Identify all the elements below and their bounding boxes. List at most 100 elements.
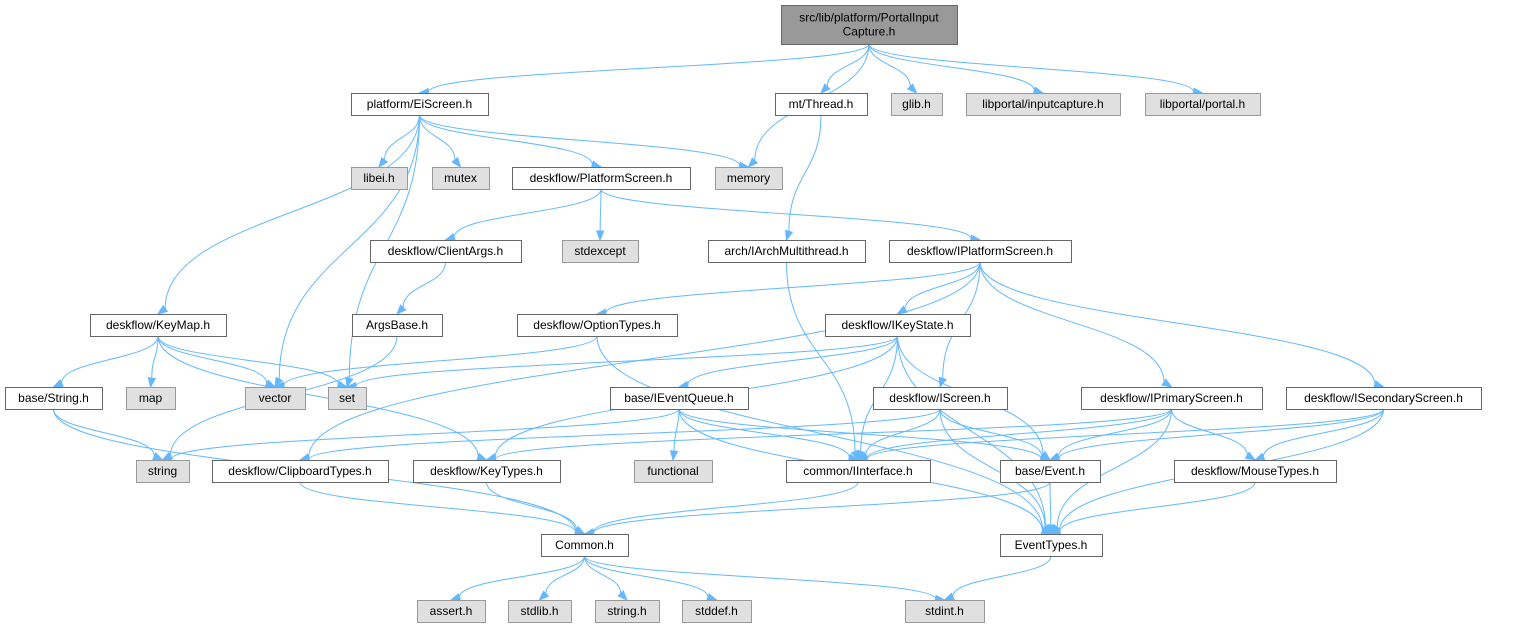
node-vector-box — [245, 387, 306, 410]
node-string_c-box — [595, 600, 660, 623]
node-iplatformscreen[interactable]: deskflow/IPlatformScreen.h — [889, 240, 1072, 263]
node-clipboardtypes-label: deskflow/ClipboardTypes.h — [228, 464, 371, 478]
node-root-label: src/lib/platform/PortalInput — [799, 11, 939, 25]
node-map-label: map — [139, 391, 163, 405]
node-eiscreen-label: platform/EiScreen.h — [367, 97, 472, 111]
node-eiscreen-box — [351, 93, 489, 116]
node-thread[interactable]: mt/Thread.h — [775, 93, 868, 116]
node-iscreen-label: deskflow/IScreen.h — [889, 391, 990, 405]
node-clipboardtypes[interactable]: deskflow/ClipboardTypes.h — [212, 460, 389, 483]
node-ieventqueue-box — [610, 387, 749, 410]
node-string_h[interactable]: base/String.h — [5, 387, 103, 410]
edge-ieventqueue-to-iinterface — [678, 408, 850, 458]
edge-iplatformscreen-to-optiontypes — [605, 261, 981, 314]
edge-common-to-assert — [459, 555, 585, 598]
edge-event-to-eventtypes — [1049, 481, 1052, 526]
node-mousetypes-box — [1174, 460, 1337, 483]
node-common-label: Common.h — [555, 538, 614, 552]
arrowhead-eiscreen-to-libei — [378, 156, 389, 169]
node-eventtypes-label: EventTypes.h — [1015, 538, 1088, 552]
edge-common-to-string_c — [584, 555, 622, 594]
edge-eiscreen-to-keymap — [164, 114, 420, 309]
edge-ieventqueue-to-event — [678, 408, 1042, 459]
node-clientargs[interactable]: deskflow/ClientArgs.h — [370, 240, 522, 263]
node-eiscreen[interactable]: platform/EiScreen.h — [351, 93, 489, 116]
node-iprimary-box — [1081, 387, 1263, 410]
edge-root-to-inputcapture — [868, 43, 1035, 91]
node-string_h-label: base/String.h — [18, 391, 89, 405]
node-string_c: string.h — [595, 600, 660, 623]
node-iprimary[interactable]: deskflow/IPrimaryScreen.h — [1081, 387, 1263, 410]
arrowhead-keytypes-to-common — [574, 525, 586, 535]
arrowhead-eiscreen-to-vector — [274, 376, 284, 389]
edge-common-to-stddef — [584, 555, 709, 598]
arrowhead-event-to-eventtypes — [1046, 524, 1056, 536]
node-iplatformscreen-label: deskflow/IPlatformScreen.h — [907, 244, 1053, 258]
node-iarchmt[interactable]: arch/IArchMultithread.h — [708, 240, 866, 263]
node-glib: glib.h — [891, 93, 943, 116]
node-argsbase[interactable]: ArgsBase.h — [352, 314, 443, 337]
node-common[interactable]: Common.h — [541, 534, 629, 557]
node-keytypes[interactable]: deskflow/KeyTypes.h — [413, 460, 561, 483]
arrowhead-root-to-glib — [906, 83, 918, 94]
node-mutex-box — [432, 167, 490, 190]
node-keymap[interactable]: deskflow/KeyMap.h — [90, 314, 227, 337]
edge-keymap-to-vector — [157, 335, 268, 384]
edge-iplatformscreen-to-isecondary — [979, 261, 1376, 385]
edge-ikeystate-to-ieventqueue — [687, 335, 898, 386]
node-stdint: stdint.h — [905, 600, 985, 623]
node-eventtypes[interactable]: EventTypes.h — [1000, 534, 1103, 557]
node-iscreen[interactable]: deskflow/IScreen.h — [873, 387, 1008, 410]
node-portal: libportal/portal.h — [1145, 93, 1261, 116]
node-eventtypes-box — [1000, 534, 1103, 557]
edge-string_h-to-string — [53, 408, 155, 457]
node-optiontypes[interactable]: deskflow/OptionTypes.h — [517, 314, 678, 337]
edge-iscreen-to-iinterface — [865, 408, 941, 456]
node-keytypes-box — [413, 460, 561, 483]
node-iinterface-label: common/IInterface.h — [803, 464, 912, 478]
node-optiontypes-label: deskflow/OptionTypes.h — [533, 318, 660, 332]
node-memory-box — [715, 167, 783, 190]
edge-ieventqueue-to-string — [170, 408, 680, 460]
node-root-box — [781, 5, 958, 45]
node-iprimary-label: deskflow/IPrimaryScreen.h — [1100, 391, 1243, 405]
node-iarchmt-box — [708, 240, 866, 263]
node-keytypes-label: deskflow/KeyTypes.h — [430, 464, 543, 478]
edge-isecondary-to-iinterface — [866, 408, 1384, 460]
node-event[interactable]: base/Event.h — [1000, 460, 1101, 483]
edge-optiontypes-to-eventtypes — [596, 335, 1044, 531]
arrowhead-common-to-assert — [449, 593, 462, 602]
node-map-box — [126, 387, 176, 410]
edge-root-to-thread — [826, 43, 870, 87]
node-mousetypes-label: deskflow/MouseTypes.h — [1191, 464, 1319, 478]
arrowhead-common-to-stdlib — [538, 590, 550, 601]
node-stdint-label: stdint.h — [925, 604, 964, 618]
node-clipboardtypes-box — [212, 460, 389, 483]
node-mousetypes[interactable]: deskflow/MouseTypes.h — [1174, 460, 1337, 483]
edge-thread-to-iarchmt — [788, 114, 822, 232]
edge-iprimary-to-event — [1057, 408, 1172, 457]
node-iinterface[interactable]: common/IInterface.h — [786, 460, 931, 483]
edge-eventtypes-to-stdint — [952, 555, 1052, 597]
node-stdlib: stdlib.h — [508, 600, 572, 623]
edge-event-to-common — [592, 481, 1051, 534]
node-thread-label: mt/Thread.h — [789, 97, 854, 111]
arrowhead-iprimary-to-mousetypes — [1244, 451, 1257, 461]
arrowhead-iplatformscreen-to-isecondary — [1373, 380, 1385, 389]
node-assert: assert.h — [417, 600, 486, 623]
arrowhead-keymap-to-string_h — [52, 379, 64, 388]
node-stdlib-box — [508, 600, 572, 623]
node-keymap-box — [90, 314, 227, 337]
node-thread-box — [775, 93, 868, 116]
node-ikeystate[interactable]: deskflow/IKeyState.h — [825, 314, 971, 337]
edge-platformscreen-to-stdexcept — [599, 188, 602, 232]
node-ieventqueue[interactable]: base/IEventQueue.h — [610, 387, 749, 410]
node-event-label: base/Event.h — [1015, 464, 1085, 478]
edge-optiontypes-to-vector — [283, 335, 598, 386]
arrowhead-root-to-memory — [747, 157, 759, 168]
node-isecondary[interactable]: deskflow/ISecondaryScreen.h — [1286, 387, 1482, 410]
arrowhead-isecondary-to-mousetypes — [1253, 452, 1266, 461]
edge-iplatformscreen-to-clipboardtypes — [308, 261, 981, 458]
node-platformscreen[interactable]: deskflow/PlatformScreen.h — [512, 167, 691, 190]
